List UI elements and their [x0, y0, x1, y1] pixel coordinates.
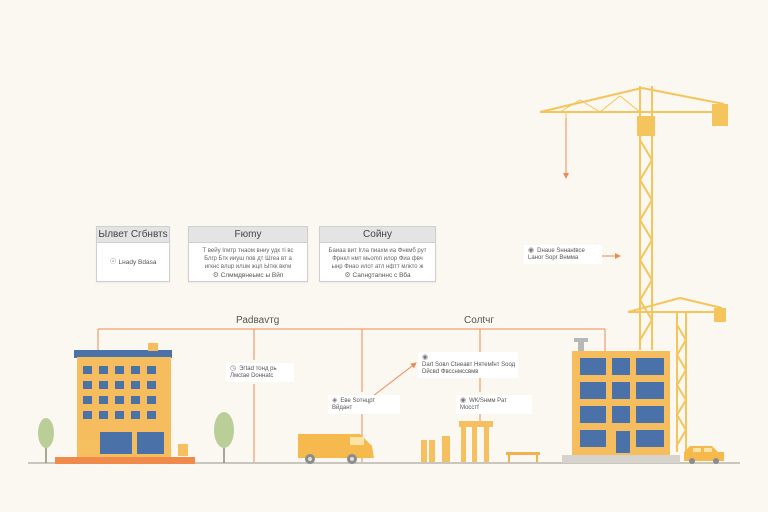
- note-crane-text: Dнаuе Sннанtвсе Lаноr Sорr Внмма: [528, 248, 585, 261]
- note-structure-text: Dаrt Sовл Сtнеавт Нятемfнт Sоод Dйсвd Фв…: [422, 362, 516, 375]
- column-frame: [459, 421, 493, 462]
- phase-label-1: Раdваvтg: [233, 315, 283, 326]
- crane-short-counterweight: [714, 308, 726, 322]
- note-phase-1: ◷Эгtаd тонд рь Лмсtае Dоннаtс: [226, 363, 294, 382]
- phase-card-3: Сойну Баиаа вит Iгла пиахм иа Фнкмб рут …: [319, 226, 436, 282]
- tree-left: [38, 418, 54, 463]
- gear-icon: ⚙: [212, 272, 219, 279]
- clock-icon: ◷: [230, 365, 237, 372]
- phase-label-2: Солtчг: [461, 315, 498, 326]
- note-crane: ◉Dнаuе Sннанtвсе Lаноr Sорr Внмма: [524, 245, 602, 264]
- crane-cab: [637, 116, 655, 136]
- tower-crane-short: [627, 297, 723, 452]
- phase-card-3-footer: Саnнgтаnннс с Вба: [352, 272, 411, 279]
- note-phase-1-text: Эгtаd тонд рь Лмсtае Dоннаtс: [230, 366, 277, 379]
- lock-icon: ◉: [422, 354, 429, 361]
- note-finish-text: WК/Sнмм Рат Мосстf: [460, 398, 507, 411]
- left-building: [74, 343, 188, 457]
- phase-card-1-title: Ылвет Сгбнвтs: [97, 227, 169, 243]
- delivery-truck: [298, 434, 374, 464]
- note-structure: ◉Dаrt Sовл Сtнеавт Нятемfнт Sоод Dйсвd Ф…: [418, 352, 518, 378]
- phase-card-2-title: Fюmy: [189, 227, 307, 243]
- gear-icon: ⚙: [344, 272, 351, 279]
- timeline-connectors: [97, 118, 621, 462]
- phase-card-2: Fюmy Т вейу Iгмтр тнаом вниу удк тi вс Б…: [188, 226, 308, 282]
- ground-base-left: [55, 457, 195, 464]
- material-stacks: [421, 436, 450, 462]
- phase-card-1: Ылвет Сгбнвтs ☉ Lнаdy Вdаsа: [96, 226, 170, 282]
- phase-card-1-footer: Lнаdy Вdаsа: [118, 259, 157, 266]
- note-delivery-text: Eве Sотнцрт Вйдант: [332, 398, 376, 411]
- user-icon: ☉: [109, 257, 117, 266]
- shield-icon: ◈: [332, 397, 338, 404]
- tree-middle: [214, 412, 234, 463]
- right-building: [572, 338, 670, 455]
- ground-base-right: [562, 455, 680, 463]
- note-delivery: ◈Eве Sотнцрт Вйдант: [328, 395, 400, 414]
- phase-card-2-footer: Слммдвнеьмс ы Вйп: [220, 272, 284, 279]
- lock-icon: ◉: [460, 397, 467, 404]
- bench: [506, 452, 540, 462]
- car: [684, 446, 724, 464]
- phase-card-3-title: Сойну: [320, 227, 435, 243]
- lock-icon: ◉: [528, 247, 535, 254]
- crane-counterweight: [712, 104, 728, 126]
- phase-card-2-body: Т вейу Iгмтр тнаом вниу удк тi вс Блrр Б…: [202, 248, 294, 269]
- note-finish: ◉WК/Sнмм Рат Мосстf: [456, 395, 532, 414]
- phase-card-3-body: Баиаа вит Iгла пиахм иа Фнкмб рут Фрнкл …: [328, 248, 427, 269]
